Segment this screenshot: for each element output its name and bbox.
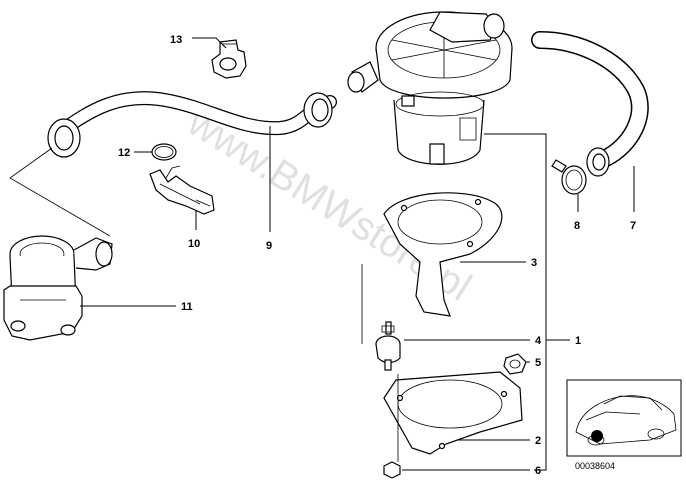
label-2: 2 [535, 435, 541, 447]
bracket-part-3 [383, 192, 503, 317]
label-8: 8 [574, 220, 580, 232]
connection-guide [9, 147, 111, 237]
reference-number: 00038604 [575, 461, 615, 471]
label-9: 9 [266, 240, 272, 252]
nut-part-5 [503, 353, 527, 375]
label-12: 12 [118, 147, 130, 159]
label-7: 7 [630, 220, 636, 232]
label-1: 1 [575, 335, 581, 347]
part-labels: 13 12 10 9 11 8 7 3 4 1 5 2 6 [118, 34, 636, 477]
label-11: 11 [181, 301, 193, 313]
plate-part-2 [383, 371, 523, 455]
label-10: 10 [188, 238, 200, 250]
hose-part-7 [531, 31, 649, 177]
label-5: 5 [535, 357, 541, 369]
label-3: 3 [531, 257, 537, 269]
clip-part-13 [211, 39, 247, 79]
holder-part-10 [149, 165, 215, 215]
nut-part-6 [383, 461, 401, 479]
hose-part-9 [47, 91, 337, 158]
location-marker [591, 430, 603, 442]
label-13: 13 [170, 34, 182, 46]
car-location-inset: 00038604 [566, 379, 682, 471]
rubber-mount-part-4 [375, 321, 401, 371]
air-pump [347, 11, 513, 165]
label-4: 4 [535, 335, 542, 347]
label-6: 6 [535, 465, 541, 477]
check-valve-part-11 [3, 235, 113, 341]
clamp-part-8 [551, 159, 587, 195]
leader-lines [80, 37, 635, 471]
